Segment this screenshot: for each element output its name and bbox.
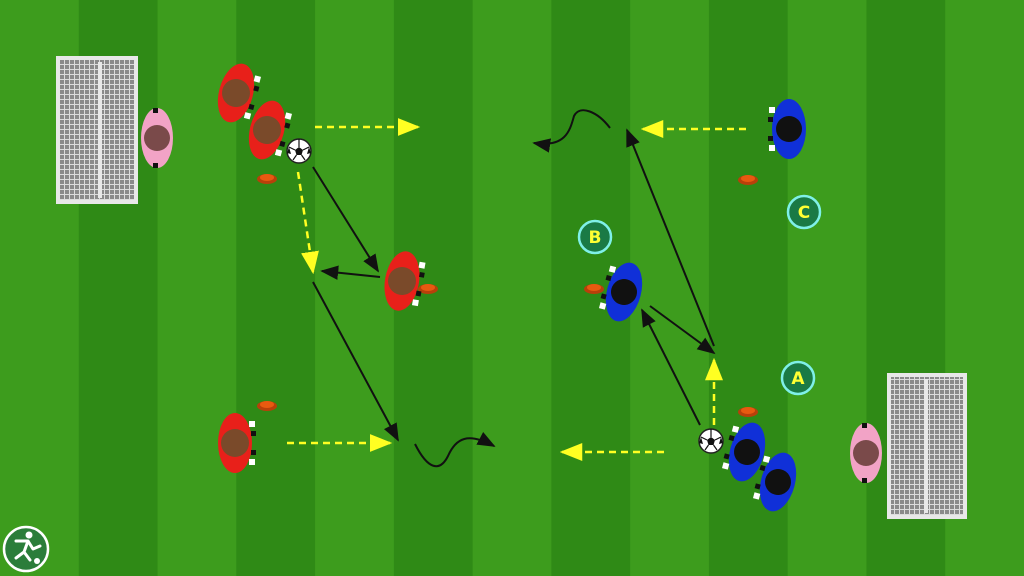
pass-arrow bbox=[312, 281, 399, 442]
label-a: A bbox=[780, 360, 816, 396]
label-b: B bbox=[577, 219, 613, 255]
ball bbox=[286, 138, 312, 164]
pitch-stripe bbox=[630, 0, 710, 576]
pass-arrow bbox=[649, 305, 716, 355]
pitch-stripe bbox=[315, 0, 395, 576]
pitch-stripe bbox=[472, 0, 552, 576]
cone bbox=[738, 175, 758, 185]
pitch-stripe bbox=[787, 0, 867, 576]
pass-arrow bbox=[312, 166, 379, 273]
blue-player bbox=[768, 99, 806, 159]
cone bbox=[257, 174, 277, 184]
run-arrow bbox=[296, 171, 319, 275]
ball bbox=[698, 428, 724, 454]
cone bbox=[257, 401, 277, 411]
label-a-text: A bbox=[791, 369, 805, 389]
player-kicking-ball-icon[interactable] bbox=[2, 525, 50, 573]
pass-arrow bbox=[320, 265, 381, 280]
label-c: C bbox=[786, 194, 822, 230]
left-goal bbox=[56, 56, 138, 204]
dribble-arrow bbox=[532, 109, 611, 153]
pass-arrow bbox=[641, 308, 701, 426]
red-player bbox=[218, 413, 256, 473]
cone bbox=[738, 407, 758, 417]
run-arrows bbox=[287, 118, 746, 461]
pass-arrow bbox=[626, 128, 715, 347]
label-b-text: B bbox=[589, 228, 602, 248]
goalkeeper-right bbox=[850, 423, 882, 483]
pass-arrows bbox=[312, 109, 716, 468]
right-goal bbox=[887, 373, 967, 519]
label-c-text: C bbox=[798, 203, 810, 223]
goalkeeper-left bbox=[141, 108, 173, 168]
cone bbox=[584, 284, 604, 294]
dribble-arrow bbox=[414, 431, 496, 468]
